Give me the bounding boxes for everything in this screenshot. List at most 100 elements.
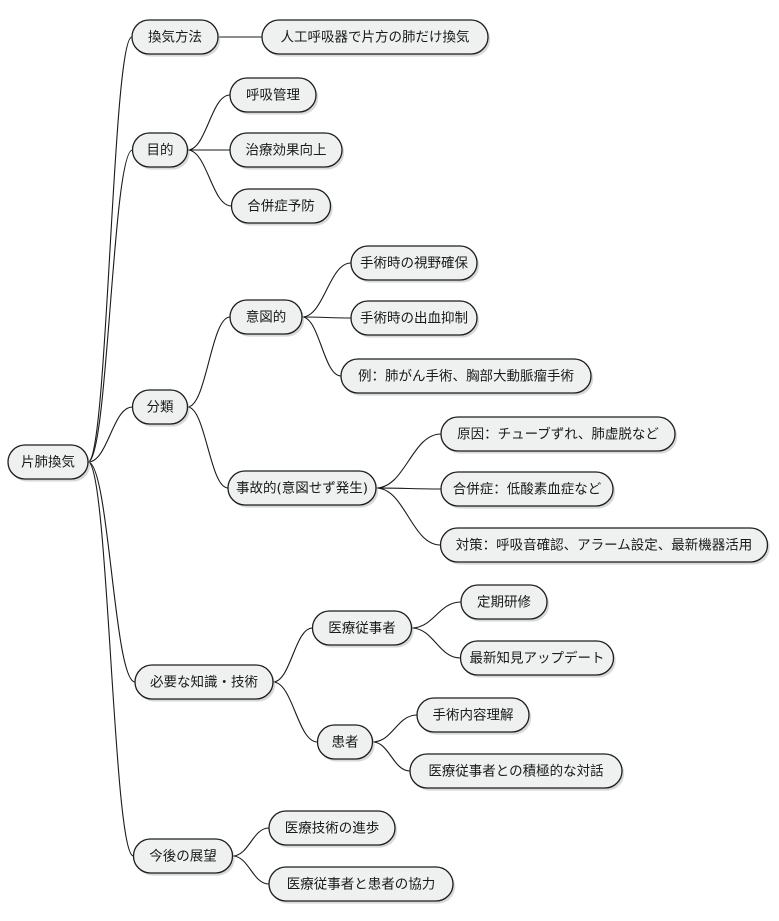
node-label: 手術時の視野確保 bbox=[360, 256, 468, 272]
mindmap-node-b4a[interactable]: 医療従事者 bbox=[311, 610, 414, 648]
node-label: 医療従事者 bbox=[328, 620, 396, 637]
edge-b4b-to-b4b1 bbox=[371, 714, 418, 743]
node-label: 医療従事者と患者の協力 bbox=[287, 876, 436, 893]
node-box[interactable] bbox=[134, 664, 274, 700]
node-box[interactable] bbox=[131, 132, 189, 168]
node-box[interactable] bbox=[440, 416, 676, 452]
edge-b4b-to-b4b2 bbox=[371, 741, 411, 772]
edge-b3b-to-b3b1 bbox=[375, 433, 442, 489]
mindmap-node-b5c1[interactable]: 医療技術の進歩 bbox=[268, 810, 398, 848]
node-box[interactable] bbox=[311, 610, 413, 646]
mindmap-node-b4b[interactable]: 患者 bbox=[316, 724, 375, 762]
edge-b5-to-b5c2 bbox=[231, 855, 270, 885]
node-box[interactable] bbox=[229, 299, 303, 335]
node-label: 例：肺がん手術、胸部大動脈瘤手術 bbox=[358, 368, 574, 385]
node-box[interactable] bbox=[416, 697, 530, 733]
node-box[interactable] bbox=[132, 838, 234, 874]
node-box[interactable] bbox=[350, 300, 478, 336]
node-box[interactable] bbox=[440, 471, 614, 507]
edge-root-to-b3 bbox=[87, 406, 134, 463]
mindmap-node-root[interactable]: 片肺換気 bbox=[7, 444, 91, 482]
edge-b3a-to-b3a1 bbox=[301, 262, 352, 318]
mindmap-node-b3a3[interactable]: 例：肺がん手術、胸部大動脈瘤手術 bbox=[340, 358, 594, 396]
mindmap-node-b4b2[interactable]: 医療従事者との積極的な対話 bbox=[409, 753, 625, 791]
node-box[interactable] bbox=[131, 19, 219, 55]
edge-b4a-to-b4a2 bbox=[410, 627, 462, 659]
mindmap-node-b2c2[interactable]: 治療効果向上 bbox=[229, 132, 345, 170]
mindmap-node-b3b1[interactable]: 原因：チューブずれ、肺虚脱など bbox=[440, 416, 678, 454]
node-label: 最新知見アップデート bbox=[470, 650, 605, 667]
node-label: 呼吸管理 bbox=[246, 88, 300, 104]
mindmap-node-b3[interactable]: 分類 bbox=[131, 389, 190, 427]
mindmap-node-b3a2[interactable]: 手術時の出血抑制 bbox=[350, 300, 480, 338]
node-label: 分類 bbox=[147, 400, 174, 416]
edge-root-to-b2 bbox=[87, 149, 134, 463]
node-label: 事故的(意図せず発生) bbox=[236, 480, 368, 497]
node-label: 対策：呼吸音確認、アラーム設定、最新機器活用 bbox=[456, 537, 753, 554]
mindmap-node-b3b[interactable]: 事故的(意図せず発生) bbox=[227, 470, 379, 508]
node-box[interactable] bbox=[131, 389, 189, 425]
node-label: 原因：チューブずれ、肺虚脱など bbox=[457, 426, 659, 443]
node-box[interactable] bbox=[409, 753, 623, 789]
mindmap-node-b3a1[interactable]: 手術時の視野確保 bbox=[350, 245, 480, 283]
node-box[interactable] bbox=[459, 640, 615, 676]
node-label: 治療効果向上 bbox=[246, 142, 327, 159]
edge-b4-to-b4b bbox=[272, 681, 319, 743]
node-box[interactable] bbox=[268, 866, 454, 902]
node-label: 合併症予防 bbox=[247, 199, 315, 215]
node-label: 患者 bbox=[332, 735, 359, 751]
mindmap-node-b5c2[interactable]: 医療従事者と患者の協力 bbox=[268, 866, 456, 904]
mindmap-node-b1[interactable]: 換気方法 bbox=[131, 19, 221, 57]
mindmap-node-b4b1[interactable]: 手術内容理解 bbox=[416, 697, 532, 735]
node-box[interactable] bbox=[227, 470, 377, 506]
node-box[interactable] bbox=[229, 77, 317, 113]
node-label: 人工呼吸器で片方の肺だけ換気 bbox=[281, 30, 470, 46]
node-box[interactable] bbox=[439, 527, 769, 563]
node-label: 目的 bbox=[147, 143, 174, 159]
node-box[interactable] bbox=[268, 810, 396, 846]
edge-b3-to-b3a bbox=[186, 316, 231, 408]
mindmap-node-b2c3[interactable]: 合併症予防 bbox=[230, 188, 333, 226]
node-label: 換気方法 bbox=[148, 30, 202, 46]
edge-root-to-b5 bbox=[87, 461, 135, 857]
node-box[interactable] bbox=[229, 132, 343, 168]
mindmap-node-b4[interactable]: 必要な知識・技術 bbox=[134, 664, 276, 702]
node-box[interactable] bbox=[340, 358, 592, 394]
mindmap-node-b3a[interactable]: 意図的 bbox=[229, 299, 305, 337]
edge-b5-to-b5c1 bbox=[231, 827, 270, 857]
edge-b4-to-b4a bbox=[272, 627, 314, 683]
edge-b3b-to-b3b2 bbox=[375, 487, 442, 490]
mindmap-node-b2c1[interactable]: 呼吸管理 bbox=[229, 77, 319, 115]
mindmap-node-b4a2[interactable]: 最新知見アップデート bbox=[459, 640, 616, 678]
node-label: 意図的 bbox=[246, 309, 287, 326]
node-box[interactable] bbox=[350, 245, 478, 281]
edge-root-to-b1 bbox=[87, 36, 133, 463]
node-label: 手術時の出血抑制 bbox=[360, 311, 468, 327]
mindmap-node-b3b3[interactable]: 対策：呼吸音確認、アラーム設定、最新機器活用 bbox=[439, 527, 770, 565]
node-label: 片肺換気 bbox=[21, 455, 75, 471]
node-label: 手術内容理解 bbox=[433, 707, 514, 724]
mindmap-node-b5[interactable]: 今後の展望 bbox=[132, 838, 235, 876]
mindmap-node-b2[interactable]: 目的 bbox=[131, 132, 190, 170]
node-label: 医療技術の進歩 bbox=[285, 820, 380, 837]
node-label: 定期研修 bbox=[477, 595, 531, 611]
mindmap-node-b4a1[interactable]: 定期研修 bbox=[460, 584, 550, 622]
node-box[interactable] bbox=[7, 444, 89, 480]
edge-b3-to-b3b bbox=[186, 406, 229, 489]
edge-b2-to-b2c3 bbox=[186, 149, 233, 207]
node-label: 医療従事者との積極的な対話 bbox=[428, 763, 603, 780]
node-label: 今後の展望 bbox=[149, 849, 217, 865]
edge-root-to-b4 bbox=[87, 461, 136, 683]
node-box[interactable] bbox=[316, 724, 374, 760]
mindmap-node-b3b2[interactable]: 合併症：低酸素血症など bbox=[440, 471, 616, 509]
edge-b3a-to-b3a2 bbox=[301, 316, 352, 319]
node-box[interactable] bbox=[230, 188, 332, 224]
node-label: 必要な知識・技術 bbox=[150, 674, 258, 691]
node-box[interactable] bbox=[261, 19, 489, 55]
edge-b3a-to-b3a3 bbox=[301, 316, 342, 377]
edge-layer bbox=[87, 36, 462, 885]
mindmap-node-b1c1[interactable]: 人工呼吸器で片方の肺だけ換気 bbox=[261, 19, 491, 57]
node-box[interactable] bbox=[460, 584, 548, 620]
